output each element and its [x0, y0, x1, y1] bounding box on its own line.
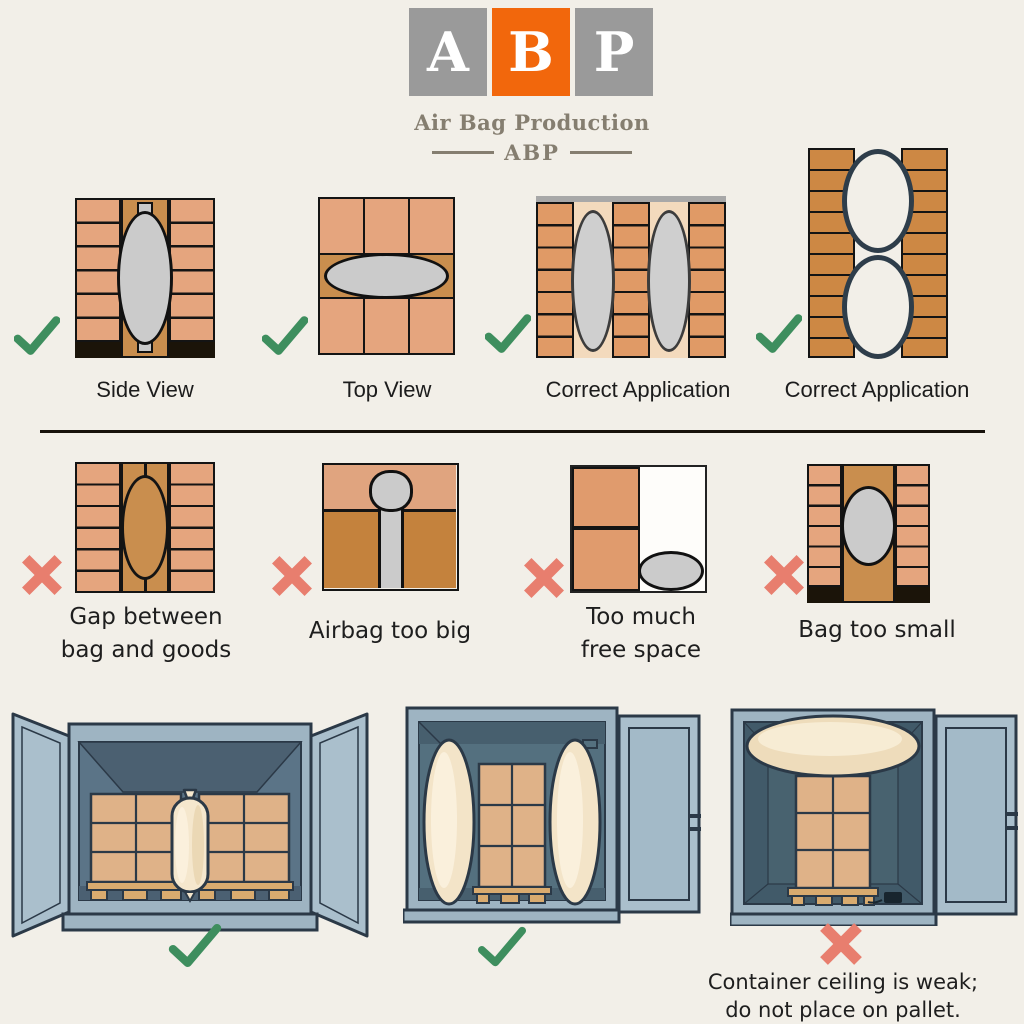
airbag-shape: [842, 255, 914, 359]
figure-label: Correct Application: [545, 377, 731, 402]
airbag-outline: [121, 475, 169, 580]
figure-label: Gap between bag and goods: [60, 604, 232, 663]
door-handle: [1006, 812, 1018, 816]
container-correct-side-bags: [403, 706, 701, 924]
correct-application-diagram: [808, 148, 948, 359]
container-sill: [730, 912, 938, 926]
gap-between-diagram: [75, 462, 215, 593]
cross-icon: [272, 556, 312, 596]
top-rail: [536, 196, 726, 202]
box-stack-left: [75, 462, 121, 593]
door-panel: [628, 727, 690, 901]
tagline-rule-right: [569, 151, 632, 154]
box-stack: [612, 202, 650, 358]
pallet-right: [194, 881, 294, 891]
airbag-valve: [183, 891, 197, 904]
checkmark-icon: [14, 316, 60, 355]
too-much-space-diagram: [570, 465, 707, 593]
container-sill: [61, 912, 319, 932]
cross-icon: [820, 923, 862, 965]
airbag-shape: [647, 210, 691, 352]
box-stack-right: [169, 462, 215, 593]
pallet-strip-left: [75, 342, 121, 358]
pallet-strip-left: [807, 587, 842, 603]
checkmark-icon: [262, 316, 308, 355]
section-divider: [40, 430, 985, 433]
box-stack: [536, 202, 574, 358]
door-handle: [689, 814, 701, 818]
door-handle: [1006, 826, 1018, 830]
side-view-diagram: [75, 198, 215, 358]
tagline-text: ABP: [504, 140, 560, 165]
box-stack-right: [169, 198, 215, 342]
logo-tagline: ABP: [382, 140, 682, 165]
airbag-shape: [324, 253, 449, 299]
box: [320, 199, 363, 253]
cross-icon: [524, 558, 564, 598]
checkmark-icon: [485, 314, 531, 353]
checkmark-icon: [478, 926, 526, 967]
box-stack-right: [895, 464, 930, 587]
door-panel-line: [21, 725, 61, 925]
checkmark-icon: [756, 314, 802, 353]
correct-application-diagram: [536, 196, 726, 358]
cross-icon: [22, 555, 62, 595]
container-warning-caption: Container ceiling is weak; do not place …: [707, 970, 979, 1022]
box-stack-left: [75, 198, 121, 342]
figure-label: Bag too small: [798, 617, 956, 643]
box: [365, 299, 408, 353]
pallet-strip-right: [895, 587, 930, 603]
box: [410, 199, 453, 253]
pallet: [472, 886, 552, 895]
box: [365, 199, 408, 253]
logo-square-p: P: [575, 8, 653, 96]
pallet-strip-right: [169, 342, 215, 358]
logo-square-b: B: [492, 8, 570, 96]
door-panel: [945, 727, 1007, 903]
abp-logo: A B P: [409, 8, 653, 96]
logo-letter-a: A: [427, 20, 469, 84]
container-correct-center-bag: [11, 712, 369, 938]
logo-square-a: A: [409, 8, 487, 96]
cross-icon: [764, 555, 804, 595]
logo-letter-b: B: [508, 20, 554, 84]
airbag-shape: [638, 551, 704, 591]
container-sill: [403, 908, 621, 924]
airbag-shape: [571, 210, 615, 352]
airbag-bulb: [369, 470, 413, 512]
top-view-diagram: [318, 197, 455, 355]
airbag-too-big-diagram: [322, 463, 459, 591]
airbag-tie-bottom: [143, 578, 147, 591]
box: [572, 467, 640, 528]
airbag-tie-top: [143, 464, 147, 477]
airbag-shape: [842, 149, 914, 253]
logo-subtitle: Air Bag Production: [414, 110, 650, 135]
box-stack: [688, 202, 726, 358]
airbag-stem: [378, 501, 404, 588]
door-handle: [689, 827, 701, 831]
bag-too-small-diagram: [807, 464, 930, 603]
checkmark-icon: [168, 924, 222, 967]
figure-label: Correct Application: [784, 377, 970, 402]
box: [572, 528, 640, 591]
box: [320, 299, 363, 353]
airbag-shape: [117, 211, 173, 345]
floor-object: [884, 892, 902, 903]
figure-label: Top View: [342, 377, 432, 402]
box: [410, 299, 453, 353]
container-ceiling: [77, 741, 303, 793]
pallet: [787, 887, 879, 897]
airbag-shape: [841, 486, 896, 566]
door-panel-line: [319, 725, 359, 925]
container-incorrect-top-bag: [730, 708, 1018, 926]
figure-label: Airbag too big: [308, 618, 472, 644]
logo-letter-p: P: [593, 20, 635, 84]
tagline-rule-left: [432, 151, 495, 154]
container-ceiling: [419, 722, 605, 744]
pallet-left: [86, 881, 186, 891]
figure-label: Too much free space: [580, 604, 702, 663]
figure-label: Side View: [96, 377, 194, 402]
box-stack-left: [807, 464, 842, 587]
